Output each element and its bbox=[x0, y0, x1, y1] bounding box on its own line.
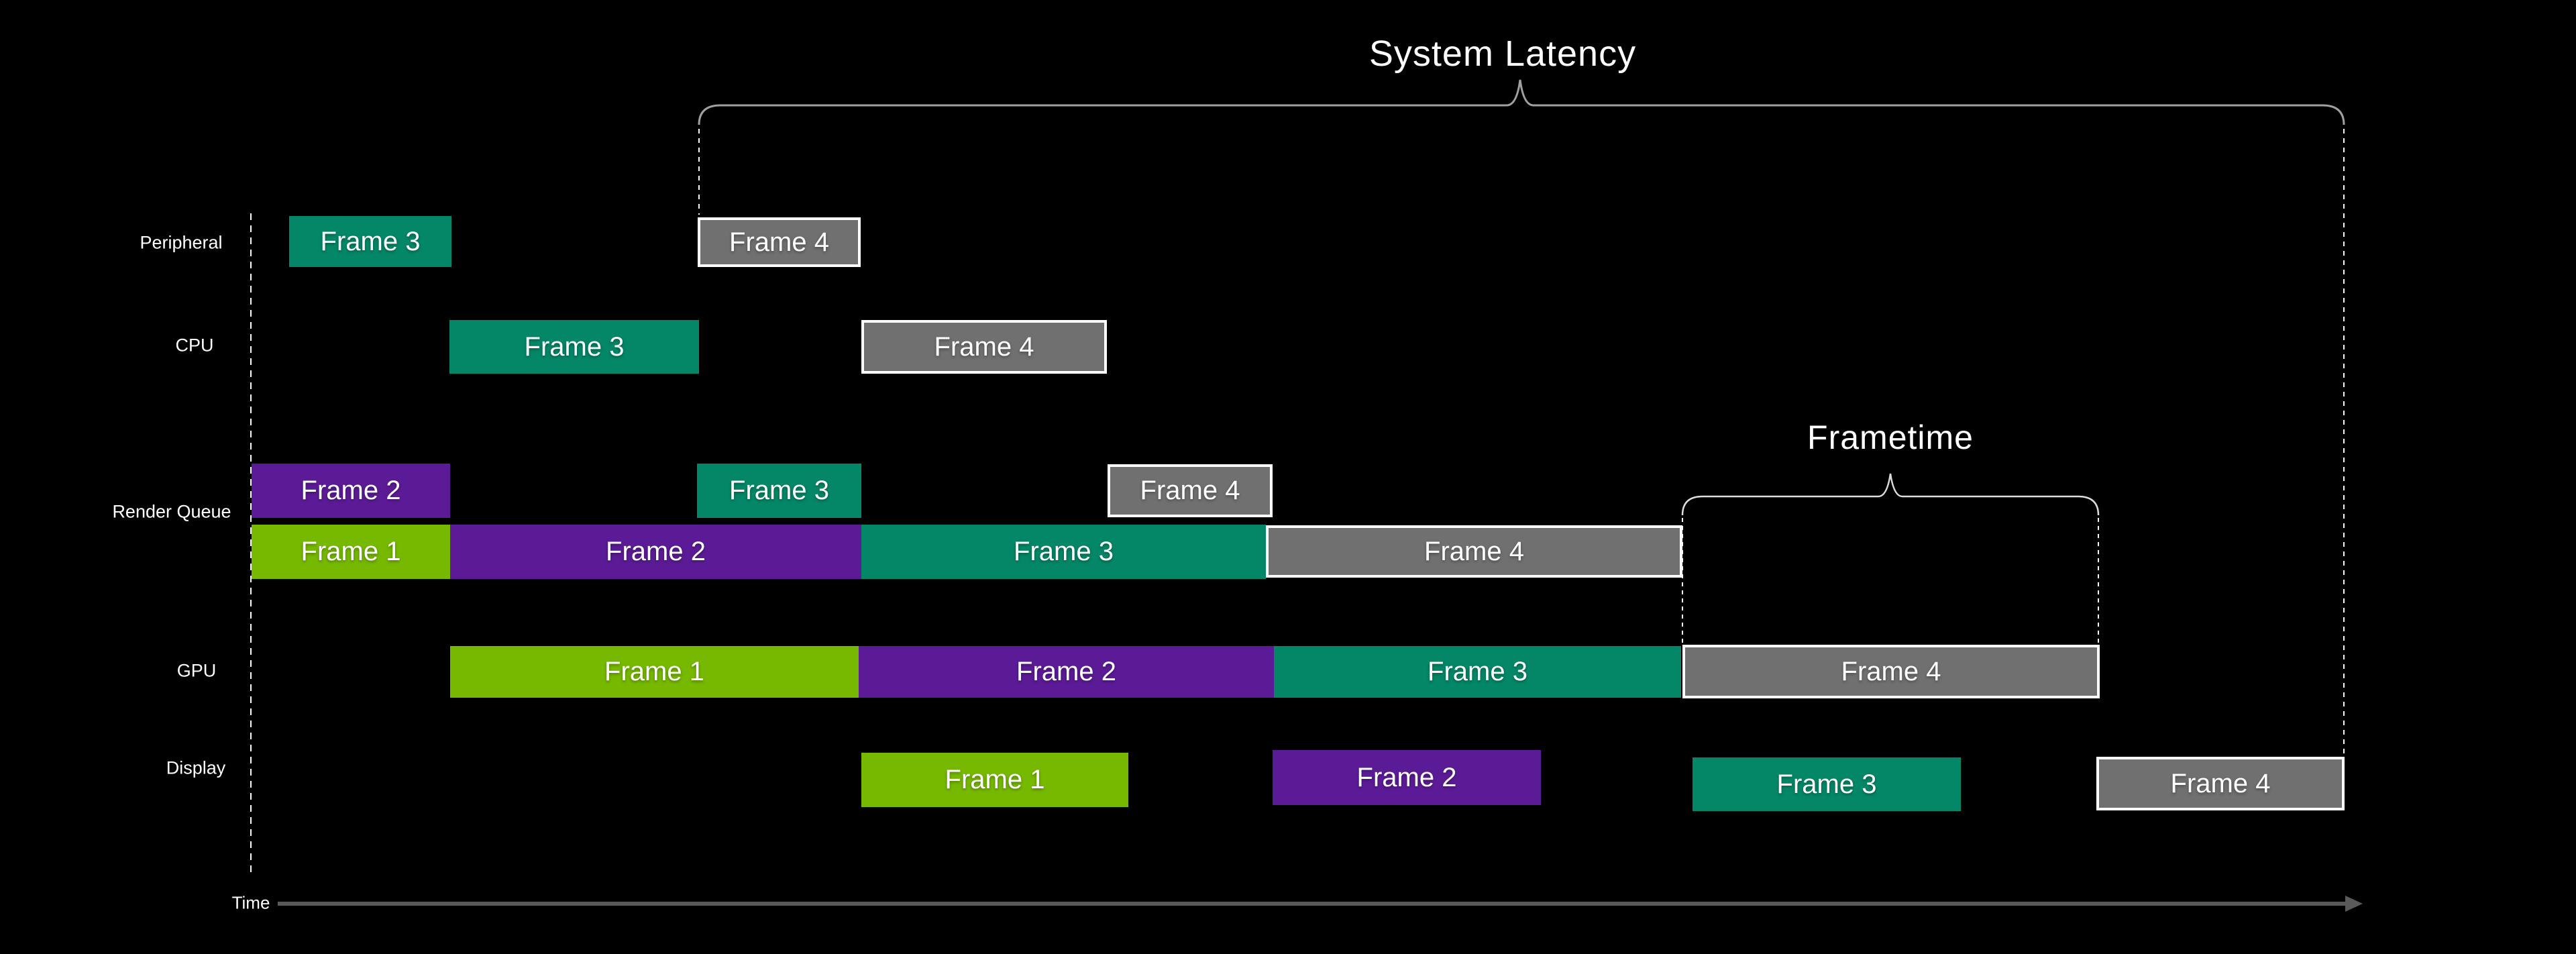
bar-render-queue-top-frame-4: Frame 4 bbox=[1108, 464, 1273, 517]
frametime-bracket bbox=[1681, 473, 2100, 516]
bar-peripheral-frame-4: Frame 4 bbox=[698, 217, 861, 267]
bar-gpu-frame-4: Frame 4 bbox=[1682, 645, 2100, 698]
row-label-gpu: GPU bbox=[176, 660, 217, 681]
bar-display-frame-2: Frame 2 bbox=[1273, 750, 1541, 805]
bar-peripheral-frame-3: Frame 3 bbox=[289, 216, 451, 267]
bar-render-queue-top-frame-2: Frame 2 bbox=[252, 464, 450, 518]
bar-cpu-frame-4: Frame 4 bbox=[861, 320, 1107, 374]
system-latency-title: System Latency bbox=[1368, 34, 1637, 74]
bar-render-queue-bottom-frame-1: Frame 1 bbox=[252, 525, 450, 579]
frametime-title: Frametime bbox=[1807, 419, 1974, 456]
bar-cpu-frame-3: Frame 3 bbox=[449, 320, 699, 374]
bar-render-queue-bottom-frame-4: Frame 4 bbox=[1266, 525, 1682, 578]
bar-render-queue-top-frame-3: Frame 3 bbox=[697, 464, 861, 518]
row-label-cpu: CPU bbox=[175, 335, 214, 356]
bar-render-queue-bottom-frame-3: Frame 3 bbox=[861, 525, 1266, 579]
system-latency-bracket bbox=[698, 79, 2345, 125]
row-label-peripheral: Peripheral bbox=[140, 232, 223, 253]
bar-display-frame-4: Frame 4 bbox=[2096, 757, 2345, 810]
bar-gpu-frame-3: Frame 3 bbox=[1274, 646, 1681, 698]
bar-render-queue-bottom-frame-2: Frame 2 bbox=[450, 525, 861, 579]
bar-display-frame-1: Frame 1 bbox=[861, 753, 1128, 807]
row-label-render-queue: Render Queue bbox=[112, 501, 231, 522]
row-label-display: Display bbox=[166, 757, 226, 778]
bar-gpu-frame-1: Frame 1 bbox=[450, 646, 859, 698]
bar-display-frame-3: Frame 3 bbox=[1693, 757, 1961, 811]
time-axis-label: Time bbox=[231, 892, 270, 913]
time-axis-arrowhead bbox=[2345, 896, 2363, 912]
bar-gpu-frame-2: Frame 2 bbox=[859, 646, 1274, 698]
